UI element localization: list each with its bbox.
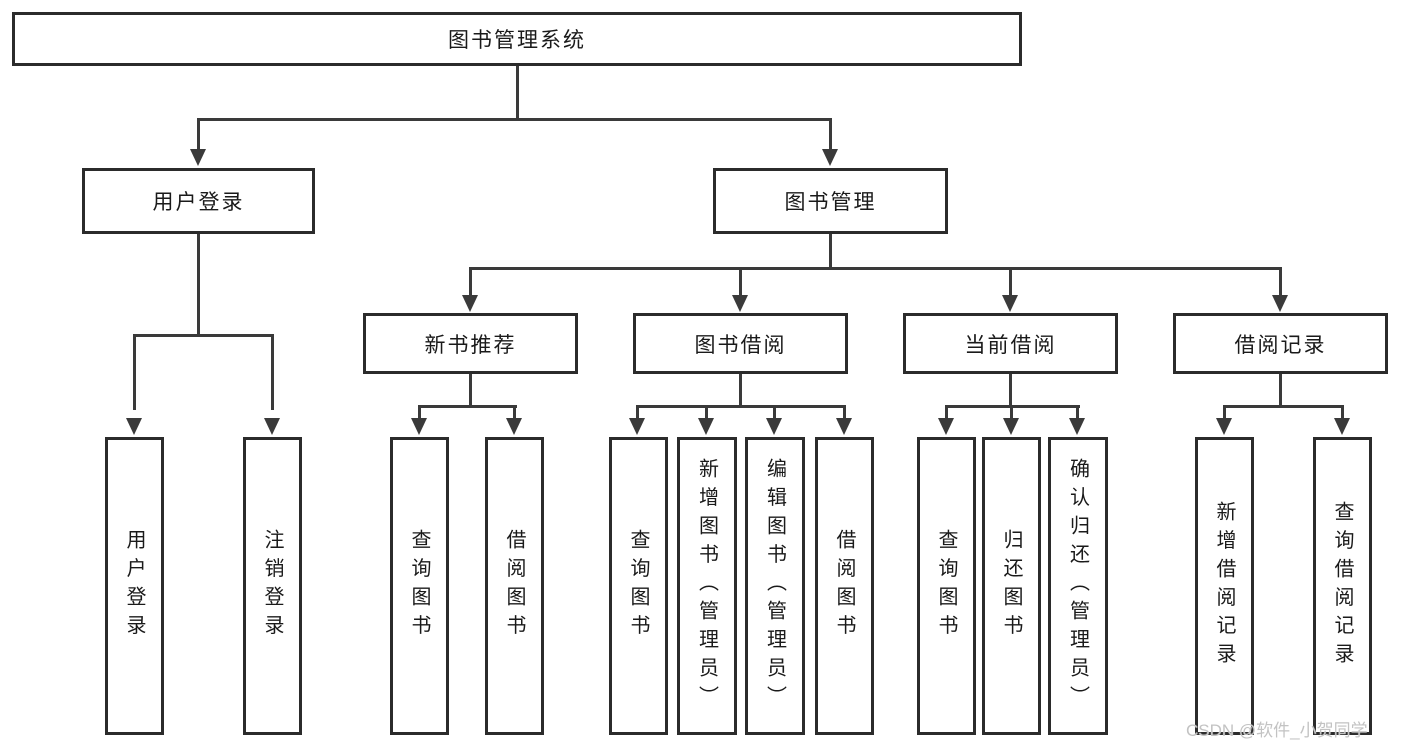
connector-leaf-shaft: [271, 334, 274, 410]
arrow-down-icon: [462, 295, 478, 312]
arrow-down-icon: [1272, 295, 1288, 312]
node-label: 新书推荐: [424, 333, 517, 357]
arrow-down-icon: [1002, 295, 1018, 312]
connector-leaf-shaft: [773, 405, 776, 419]
connector-book-borrow-stem: [739, 374, 742, 408]
arrow-down-icon: [938, 418, 954, 435]
connector-new-book-stem: [469, 374, 472, 408]
connector-current-borrow-stem: [1009, 374, 1012, 408]
node-label: 图书管理系统: [448, 29, 586, 52]
connector-leaf-shaft: [513, 405, 516, 419]
arrow-down-icon: [126, 418, 142, 435]
arrow-down-icon: [411, 418, 427, 435]
connector-book-mgmt-stem: [829, 234, 832, 270]
connector-root-stem: [516, 66, 519, 120]
node-label: 查询图书: [627, 529, 649, 643]
arrow-down-icon: [1069, 418, 1085, 435]
connector-leaf-shaft: [636, 405, 639, 419]
leaf-edit-book-admin: 编辑图书（管理员）: [745, 437, 805, 735]
csdn-watermark: CSDN @软件_小贺同学: [1186, 721, 1368, 740]
node-current-borrowing: 当前借阅: [903, 313, 1118, 374]
leaf-return-book: 归还图书: [982, 437, 1041, 735]
node-label: 查询图书: [408, 529, 430, 643]
connector-level3-shaft: [1279, 267, 1282, 295]
node-user-login: 用户登录: [82, 168, 315, 234]
connector-book-borrow-hline: [636, 405, 846, 408]
leaf-user-login: 用户登录: [105, 437, 164, 735]
connector-leaf-shaft: [1223, 405, 1226, 419]
arrow-down-icon: [264, 418, 280, 435]
node-label: 用户登录: [152, 191, 245, 214]
leaf-query-books-2: 查询图书: [609, 437, 668, 735]
node-label: 用户登录: [123, 529, 145, 643]
node-label: 新增借阅记录: [1213, 500, 1235, 672]
node-borrow-records: 借阅记录: [1173, 313, 1388, 374]
leaf-query-borrow-record: 查询借阅记录: [1313, 437, 1372, 735]
connector-user-login-shaft: [197, 118, 200, 150]
connector-borrow-records-hline: [1223, 405, 1344, 408]
arrow-down-icon: [506, 418, 522, 435]
connector-leaf-shaft: [705, 405, 708, 419]
node-label: 归还图书: [1000, 529, 1022, 643]
connector-leaf-shaft: [133, 334, 136, 410]
connector-leaf-shaft: [418, 405, 421, 419]
connector-leaf-shaft: [1076, 405, 1079, 419]
node-label: 借阅图书: [503, 529, 525, 643]
arrow-down-icon: [766, 418, 782, 435]
node-book-management: 图书管理: [713, 168, 948, 234]
node-label: 图书借阅: [694, 333, 787, 357]
node-label: 注销登录: [261, 529, 283, 643]
node-label: 借阅记录: [1234, 333, 1327, 357]
connector-level3-hline: [469, 267, 1282, 270]
arrow-down-icon: [1003, 418, 1019, 435]
node-root: 图书管理系统: [12, 12, 1022, 66]
node-label: 查询借阅记录: [1331, 500, 1353, 672]
node-label: 图书管理: [784, 191, 877, 214]
connector-borrow-records-stem: [1279, 374, 1282, 408]
arrow-down-icon: [190, 149, 206, 166]
node-label: 当前借阅: [964, 333, 1057, 357]
connector-level1-hline: [197, 118, 832, 121]
connector-leaf-shaft: [843, 405, 846, 419]
connector-book-mgmt-shaft: [829, 118, 832, 150]
connector-level3-shaft: [469, 267, 472, 295]
leaf-query-books-1: 查询图书: [390, 437, 449, 735]
leaf-confirm-return-admin: 确认归还（管理员）: [1048, 437, 1108, 735]
arrow-down-icon: [1216, 418, 1232, 435]
node-new-book-recommend: 新书推荐: [363, 313, 578, 374]
leaf-logout: 注销登录: [243, 437, 302, 735]
arrow-down-icon: [698, 418, 714, 435]
leaf-borrow-books-1: 借阅图书: [485, 437, 544, 735]
arrow-down-icon: [1334, 418, 1350, 435]
connector-leaf-shaft: [1010, 405, 1013, 419]
connector-user-login-stem: [197, 234, 200, 337]
arrow-down-icon: [732, 295, 748, 312]
node-label: 新增图书（管理员）: [695, 458, 718, 714]
arrow-down-icon: [822, 149, 838, 166]
node-label: 查询图书: [935, 529, 957, 643]
leaf-add-book-admin: 新增图书（管理员）: [677, 437, 737, 735]
leaf-add-borrow-record: 新增借阅记录: [1195, 437, 1254, 735]
connector-level3-shaft: [739, 267, 742, 295]
arrow-down-icon: [836, 418, 852, 435]
leaf-query-books-3: 查询图书: [917, 437, 976, 735]
node-label: 编辑图书（管理员）: [763, 458, 786, 714]
node-label: 确认归还（管理员）: [1066, 458, 1089, 714]
arrow-down-icon: [629, 418, 645, 435]
leaf-borrow-books-2: 借阅图书: [815, 437, 874, 735]
node-book-borrowing: 图书借阅: [633, 313, 848, 374]
node-label: 借阅图书: [833, 529, 855, 643]
connector-leaf-shaft: [945, 405, 948, 419]
connector-user-login-hline: [133, 334, 274, 337]
connector-leaf-shaft: [1341, 405, 1344, 419]
connector-new-book-hline: [418, 405, 517, 408]
connector-level3-shaft: [1009, 267, 1012, 295]
